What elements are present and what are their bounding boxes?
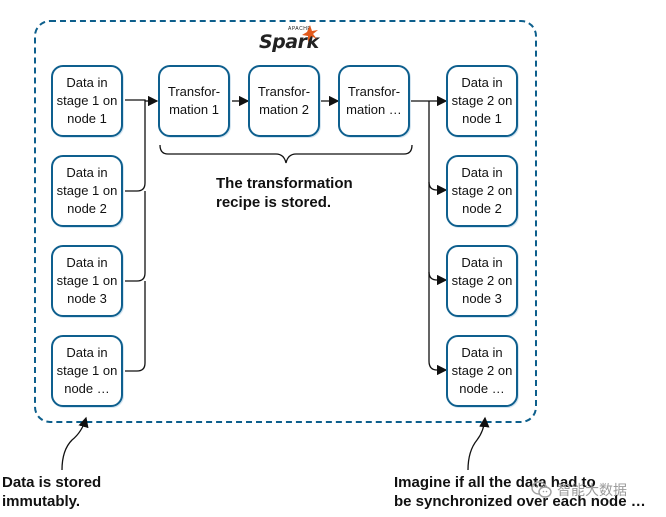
watermark: 智能大数据 bbox=[531, 479, 665, 501]
stage2-node4-box: Data in stage 2 on node … bbox=[446, 335, 518, 407]
stage1-node3-box: Data in stage 1 on node 3 bbox=[51, 245, 123, 317]
immutable-caption: Data is stored immutably. bbox=[2, 474, 102, 510]
stage2-node2-box: Data in stage 2 on node 2 bbox=[446, 155, 518, 227]
stage1-node3-label: Data in stage 1 on node 3 bbox=[56, 255, 118, 306]
transformation-2-label: Transfor- mation 2 bbox=[257, 84, 311, 117]
wechat-icon bbox=[531, 481, 552, 498]
stage2-node2-connector bbox=[428, 181, 448, 196]
transformation-3-box: Transfor- mation … bbox=[338, 65, 410, 137]
watermark-text: 智能大数据 bbox=[557, 482, 627, 498]
stage1-node2-label: Data in stage 1 on node 2 bbox=[56, 165, 118, 216]
stage2-node3-label: Data in stage 2 on node 3 bbox=[451, 255, 513, 306]
transformation-3-label: Transfor- mation … bbox=[346, 84, 402, 117]
stage1-node2-connector bbox=[125, 101, 146, 192]
recipe-caption: The transformation recipe is stored. bbox=[216, 175, 353, 211]
stage1-node4-label: Data in stage 1 on node … bbox=[56, 345, 118, 396]
transformation-1-label: Transfor- mation 1 bbox=[167, 84, 221, 117]
transformation-2-box: Transfor- mation 2 bbox=[248, 65, 320, 137]
transformation-brace bbox=[159, 144, 413, 164]
stage2-node2-label: Data in stage 2 on node 2 bbox=[451, 165, 513, 216]
immutable-pointer bbox=[61, 416, 89, 471]
spark-logo-apache-text: APACHE bbox=[288, 26, 312, 32]
stage1-node1-box: Data in stage 1 on node 1 bbox=[51, 65, 123, 137]
stage1-node2-box: Data in stage 1 on node 2 bbox=[51, 155, 123, 227]
stage1-node1-connector bbox=[125, 99, 146, 101]
stage2-node4-label: Data in stage 2 on node … bbox=[451, 345, 513, 396]
stage2-node1-box: Data in stage 2 on node 1 bbox=[446, 65, 518, 137]
stage2-node1-label: Data in stage 2 on node 1 bbox=[451, 75, 513, 126]
stage2-node3-box: Data in stage 2 on node 3 bbox=[446, 245, 518, 317]
synchronized-pointer bbox=[467, 416, 490, 471]
stage1-node4-box: Data in stage 1 on node … bbox=[51, 335, 123, 407]
stage1-node3-connector bbox=[125, 191, 146, 282]
stage1-node1-label: Data in stage 1 on node 1 bbox=[56, 75, 118, 126]
transformation-1-box: Transfor- mation 1 bbox=[158, 65, 230, 137]
stage2-node3-connector bbox=[428, 271, 448, 286]
spark-star-icon bbox=[302, 25, 318, 42]
synchronized-caption: Imagine if all the data had to be synchr… bbox=[394, 474, 646, 510]
stage1-node4-connector bbox=[125, 281, 146, 372]
spark-logo-wordmark: Spark bbox=[259, 31, 319, 53]
stage2-bus-line bbox=[428, 101, 438, 371]
spark-cluster-frame bbox=[34, 20, 537, 423]
